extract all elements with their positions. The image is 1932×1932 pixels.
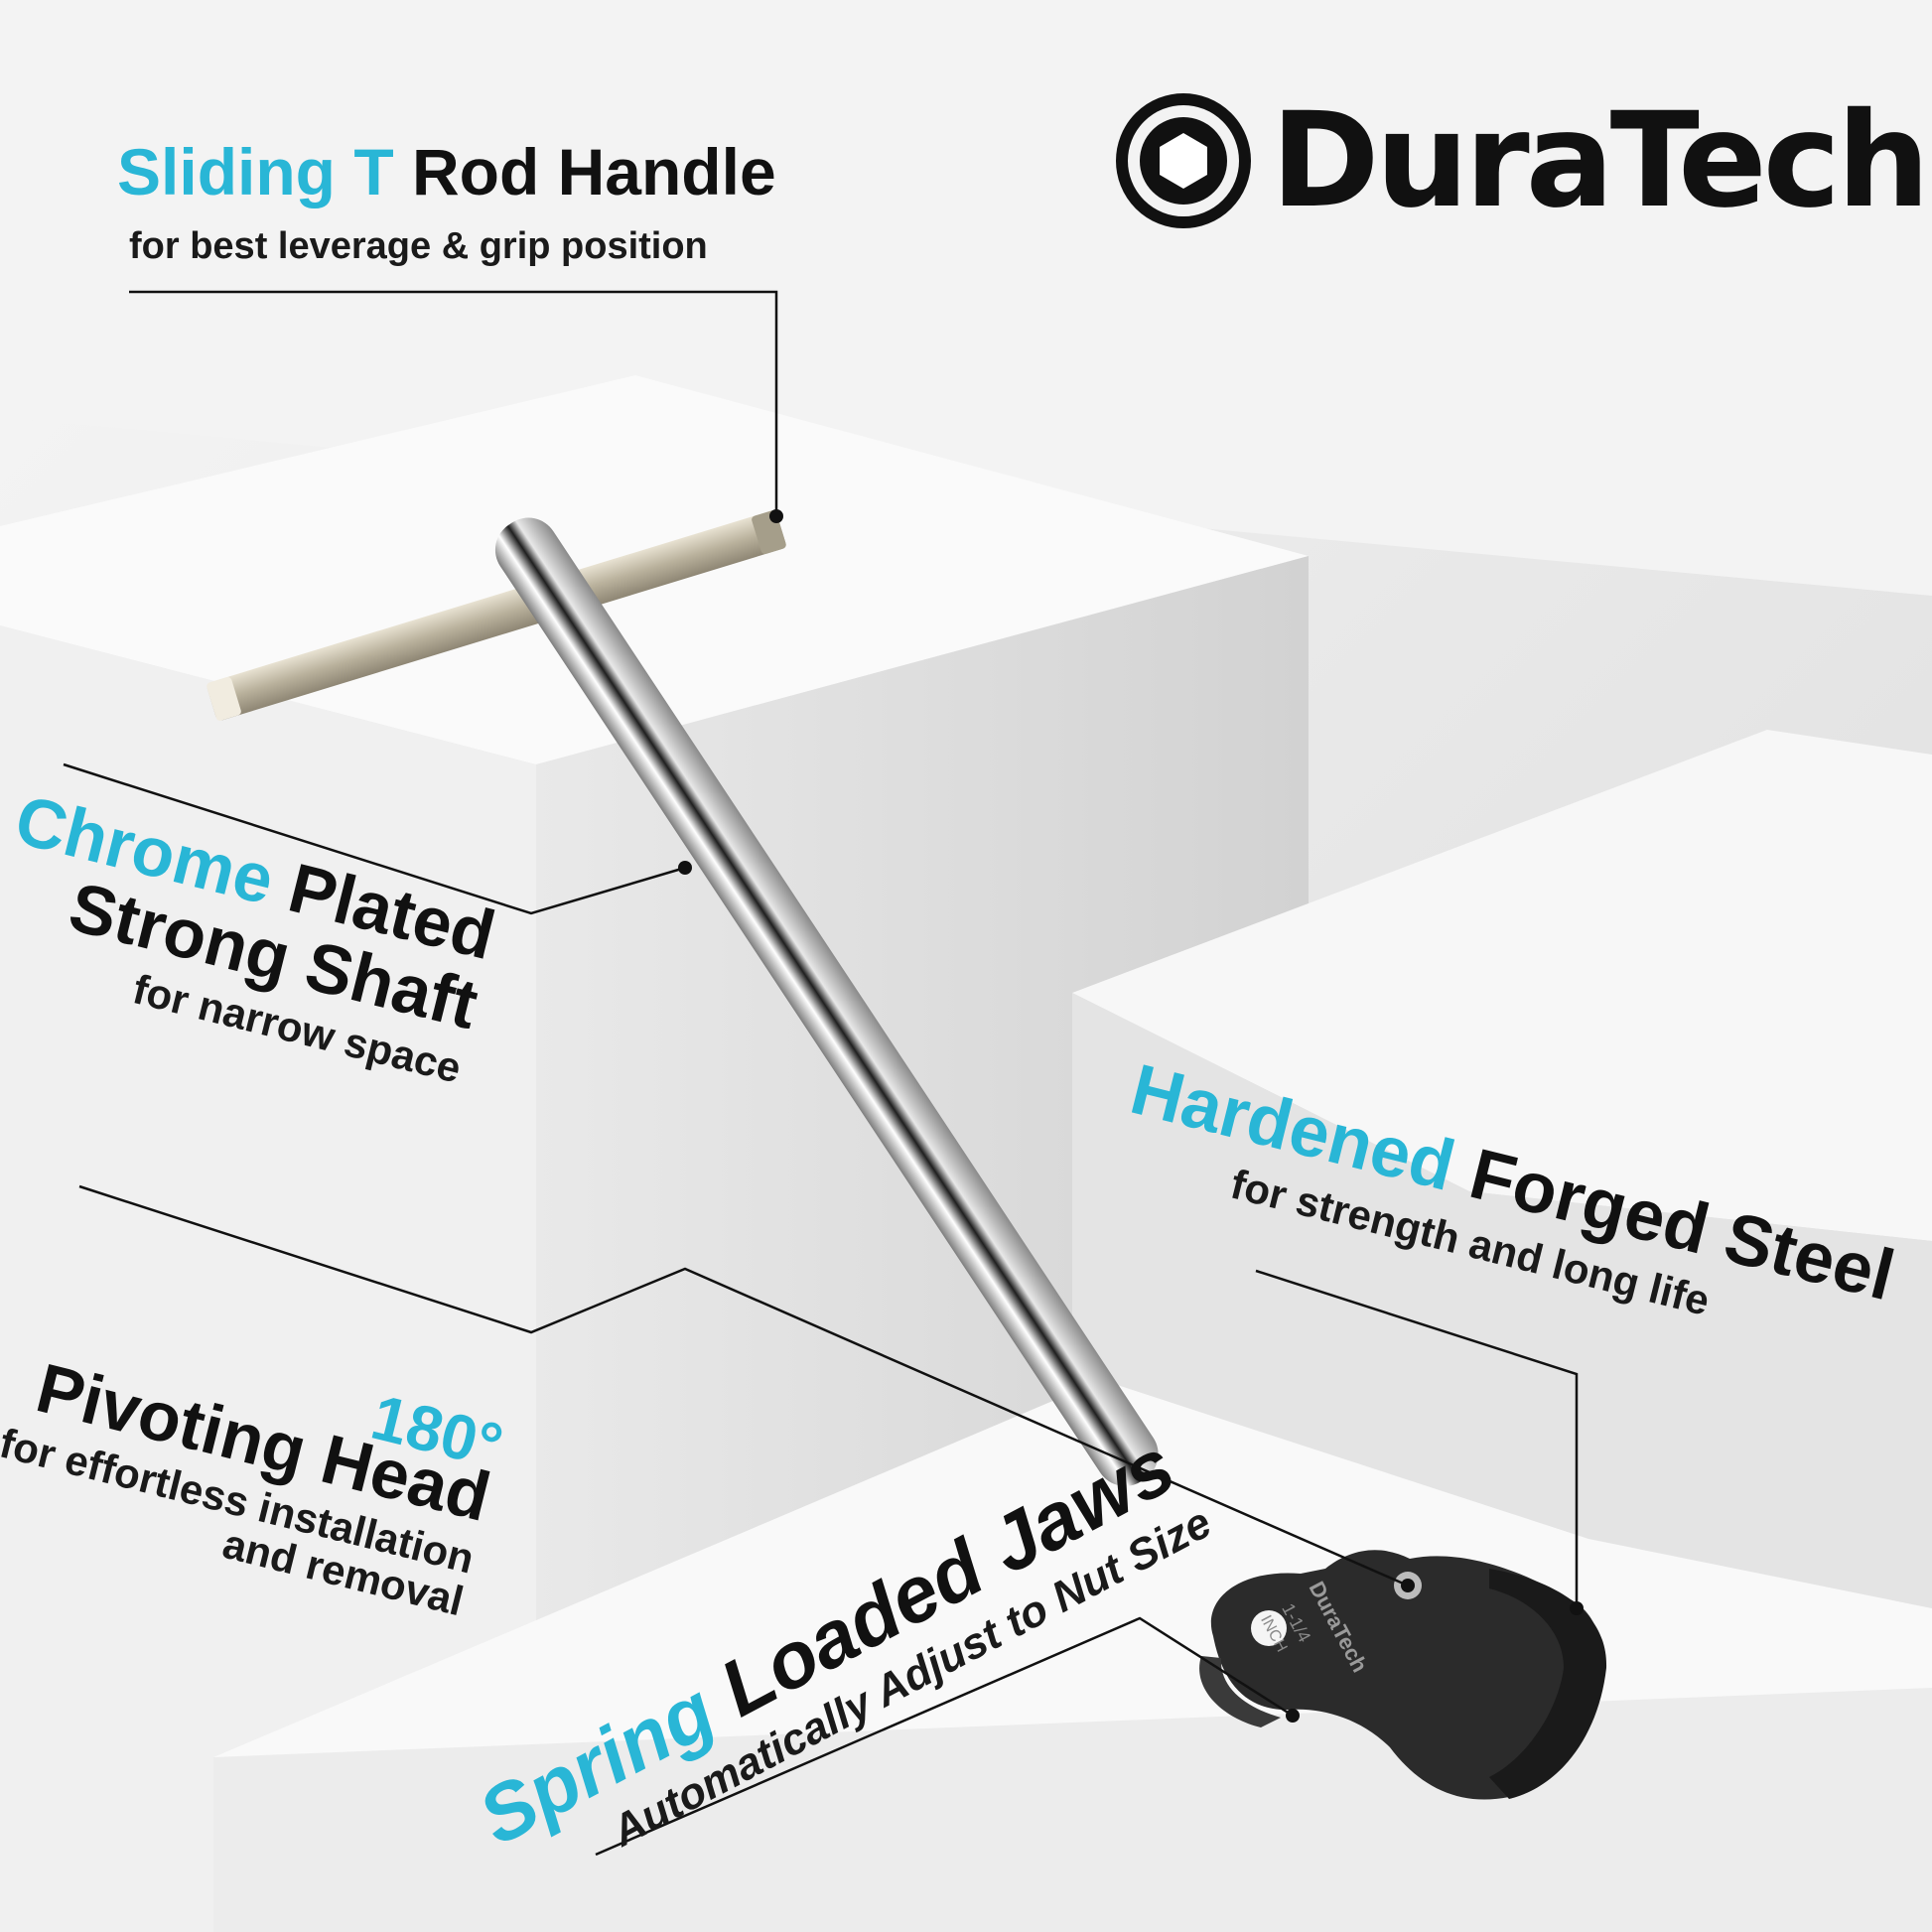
- leader-shaft: [63, 762, 686, 915]
- leader-jaws-dot: [1286, 1709, 1300, 1723]
- callout-t-rod-title-rest: Rod Handle: [393, 135, 776, 208]
- callout-t-rod-highlight: Sliding T: [117, 135, 394, 208]
- leader-steel-dot: [1570, 1601, 1584, 1615]
- pedestal-right-top: [1072, 730, 1932, 1241]
- pedestal-left-front: [0, 625, 536, 1932]
- leader-head: [78, 1184, 1409, 1587]
- t-rod-handle: [207, 510, 786, 721]
- callout-t-rod-subtitle: for best leverage & grip position: [129, 225, 708, 267]
- leader-t-rod-dot: [769, 509, 783, 523]
- leader-head-dot: [1401, 1579, 1415, 1592]
- callout-t-rod-title: Sliding T Rod Handle: [117, 137, 776, 207]
- leader-steel: [1255, 1269, 1579, 1608]
- brand-name: DuraTech: [1271, 84, 1930, 237]
- chrome-shaft: [494, 517, 1159, 1486]
- leader-shaft-dot: [678, 861, 692, 875]
- leader-lines: [63, 290, 1584, 1857]
- hexagon-nut-circle-icon: [1116, 93, 1251, 228]
- leader-jaws: [595, 1616, 1294, 1857]
- leader-t-rod: [129, 290, 778, 516]
- brand-logo-group: DuraTech: [1114, 87, 1930, 246]
- wrench-head: [1199, 1550, 1607, 1800]
